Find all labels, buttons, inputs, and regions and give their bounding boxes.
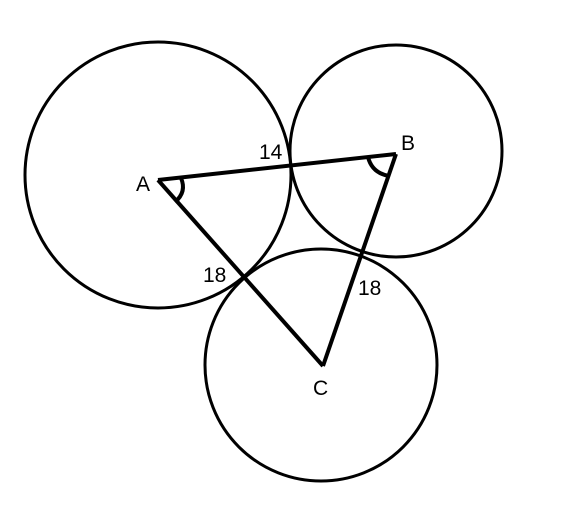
circle-a — [23, 40, 293, 310]
circle-b — [288, 43, 504, 259]
angle-mark-a — [173, 177, 185, 204]
length-label-ab: 14 — [259, 141, 283, 164]
point-label-c: C — [313, 377, 328, 400]
segment-ab — [157, 152, 397, 182]
circle-c — [203, 247, 439, 483]
length-label-ac: 18 — [203, 264, 226, 287]
segment-bc — [321, 153, 398, 367]
length-label-bc: 18 — [358, 277, 381, 300]
segment-ac — [156, 178, 325, 368]
point-label-b: B — [401, 132, 415, 155]
angle-mark-b — [366, 156, 390, 178]
point-label-a: A — [136, 173, 150, 196]
